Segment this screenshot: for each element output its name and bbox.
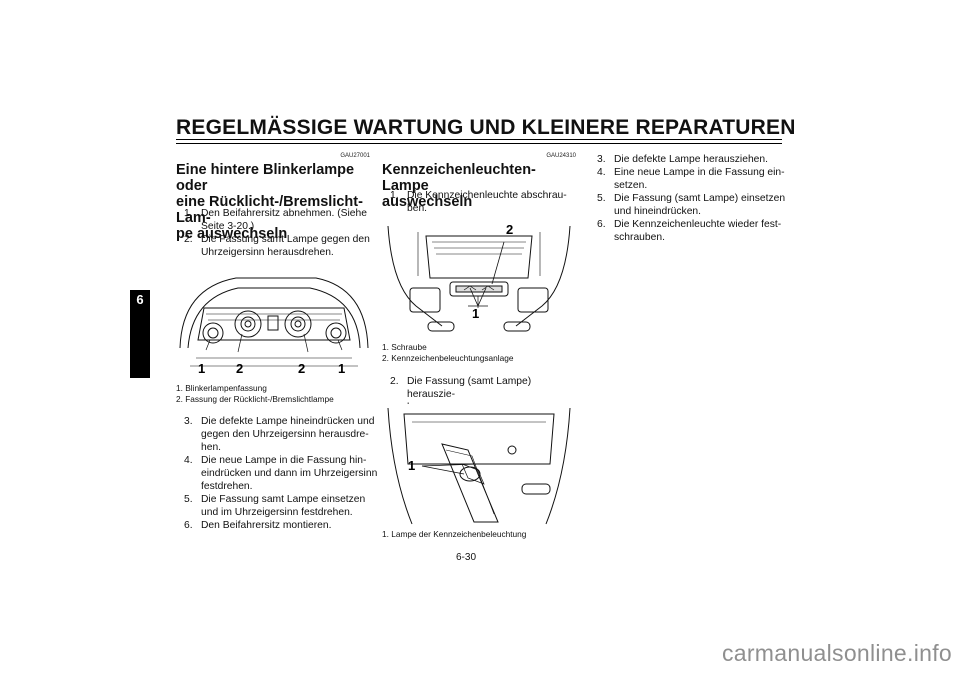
figure-label: 1 — [338, 361, 345, 376]
chapter-number: 6 — [136, 292, 144, 307]
figure-caption: 1. Blinkerlampenfassung 2. Fassung der R… — [176, 383, 334, 404]
heading-line: pe auswechseln — [176, 226, 288, 242]
steps-list: 1. Die Kennzeichenleuchte abschrau-ben. — [390, 189, 580, 215]
heading-line: Eine hintere Blinkerlampe oder — [176, 162, 355, 194]
figure-license-light-screw: 2 1 — [382, 216, 577, 338]
steps-list: 3. Die defekte Lampe herausziehen. 4. Ei… — [597, 153, 787, 244]
header-rule-bottom — [176, 143, 782, 144]
step-item: 1. Die Kennzeichenleuchte abschrau-ben. — [390, 190, 567, 214]
figure-caption: 1. Lampe der Kennzeichenbeleuchtung — [382, 529, 527, 539]
figure-license-lamp-socket: 1 — [382, 404, 577, 526]
page-title: REGELMÄSSIGE WARTUNG UND KLEINERE REPARA… — [176, 116, 796, 139]
header-rule-top — [176, 139, 782, 140]
figure-label: 1 — [408, 458, 415, 473]
figure-label: 1 — [198, 361, 205, 376]
figure-label: 2 — [298, 361, 305, 376]
figure-caption: 1. Schraube 2. Kennzeichenbeleuchtungsan… — [382, 342, 514, 363]
figure-label: 1 — [472, 306, 479, 321]
figure-tail-light-sockets: 1 2 2 1 — [176, 268, 372, 379]
heading-line: Kennzeichenleuchten-Lampe — [382, 162, 536, 194]
figure-label: 2 — [236, 361, 243, 376]
heading-line: eine Rücklicht-/Bremslicht-Lam- — [176, 194, 363, 226]
step-item: 4. Eine neue Lampe in die Fassung ein-se… — [597, 167, 785, 191]
chapter-tab: 6 — [130, 290, 150, 378]
watermark-text: carmanualsonline.info — [721, 640, 952, 666]
step-item: 6. Die Kennzeichenleuchte wieder fest-sc… — [597, 219, 782, 243]
step-item: 3. Die defekte Lampe herausziehen. — [597, 154, 768, 165]
figure-label: 2 — [506, 222, 513, 237]
page-number: 6-30 — [456, 552, 477, 563]
step-item: 6. Den Beifahrersitz montieren. — [184, 520, 332, 531]
heading-line: auswechseln — [382, 194, 473, 210]
section-heading-license-lamp: Kennzeichenleuchten-Lampe auswechseln — [382, 162, 582, 210]
step-item: 4. Die neue Lampe in die Fassung hin-ein… — [184, 455, 378, 492]
section-heading-rear-lamp: Eine hintere Blinkerlampe oder eine Rück… — [176, 162, 376, 242]
section-code: GAU27001 — [340, 153, 370, 159]
section-code: GAU24310 — [546, 153, 576, 159]
